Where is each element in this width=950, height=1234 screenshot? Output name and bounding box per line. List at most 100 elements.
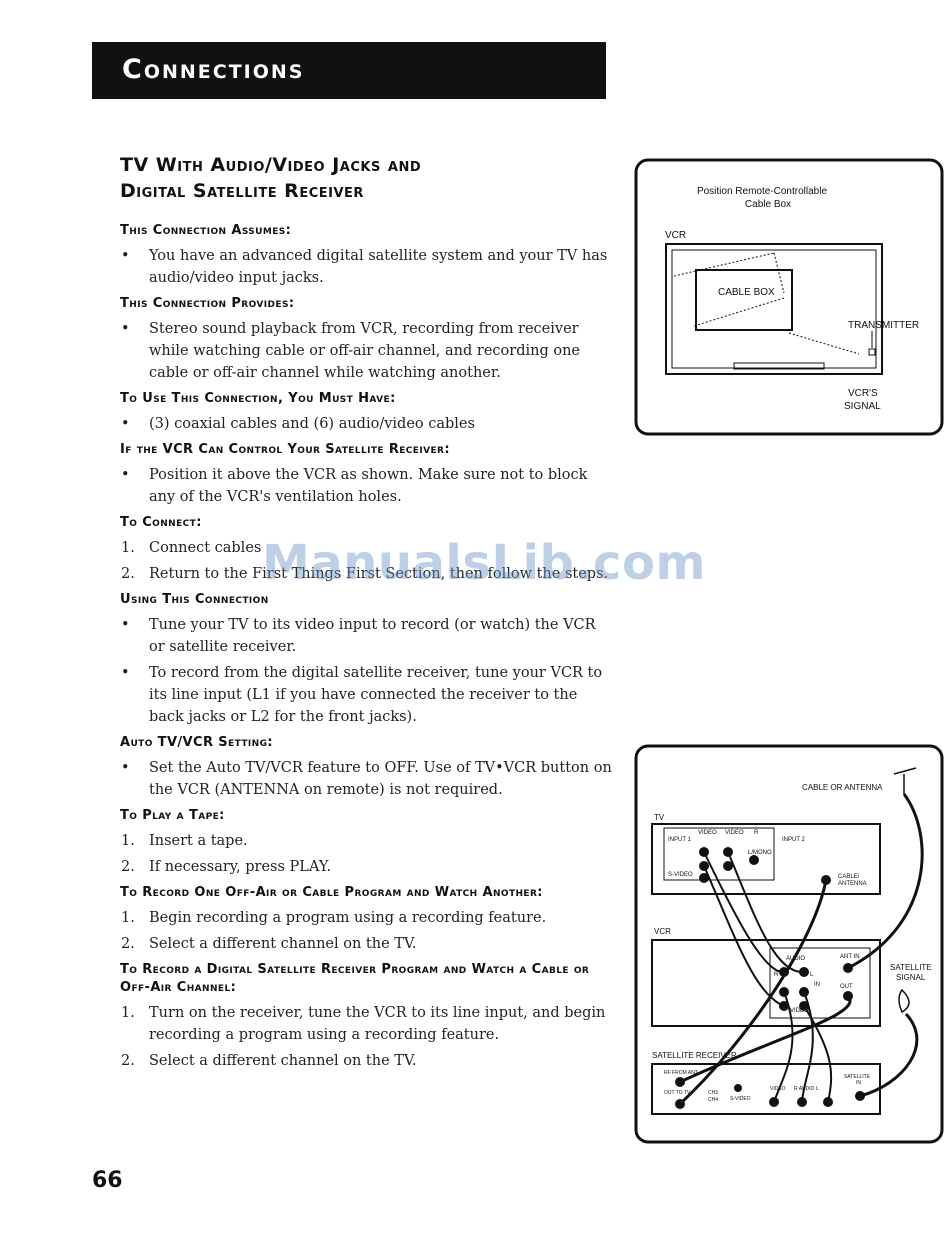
tv-back-panel: [651, 823, 881, 895]
cable-box-drawing: [695, 269, 793, 331]
list-item: •To record from the digital satellite re…: [120, 662, 615, 728]
vcr-unit-drawing: [665, 243, 883, 375]
satellite-signal-label-line-1: SATELLITE: [890, 963, 932, 972]
vcr-out-label: OUT: [840, 984, 853, 990]
receiver-ch4-label: CH4: [708, 1097, 718, 1103]
list-item: •You have an advanced digital satellite …: [120, 245, 615, 289]
coaxial-cable: [678, 879, 828, 1106]
auto-list: •Set the Auto TV/VCR feature to OFF. Use…: [120, 757, 615, 801]
tv-lmono-label: L/MONO: [748, 850, 772, 856]
step-number: 1.: [121, 833, 135, 849]
page-title-line-2: Digital Satellite Receiver: [120, 180, 364, 202]
step-number: 2.: [121, 1053, 135, 1069]
satellite-cable: [859, 1012, 919, 1098]
tv-cable-antenna-label: ANTENNA: [838, 881, 867, 887]
receiver-svideo-label: S-VIDEO: [730, 1096, 751, 1102]
must-have-list: •(3) coaxial cables and (6) audio/video …: [120, 413, 615, 435]
receiver-satellite-in-label: SATELLITE: [844, 1074, 871, 1080]
av-cable: [703, 851, 785, 974]
list-item: 1.Connect cables: [120, 537, 615, 559]
figure-frame: [634, 744, 944, 1144]
antenna-label: CABLE OR ANTENNA: [802, 783, 883, 792]
vcr-l-label: L: [810, 972, 814, 978]
step-number: 1.: [121, 540, 135, 556]
record-satellite-steps: 1.Turn on the receiver, tune the VCR to …: [120, 1002, 615, 1072]
list-item: •Stereo sound playback from VCR, recordi…: [120, 318, 615, 384]
receiver-video-label: VIDEO: [770, 1086, 786, 1092]
list-item: 1.Insert a tape.: [120, 830, 615, 852]
receiver-ch3-label: CH3: [708, 1090, 718, 1096]
heading-must-have: To Use This Connection, You Must Have:: [120, 391, 396, 406]
tv-input2-label: INPUT 2: [782, 837, 806, 843]
vcr-audio-label: AUDIO: [786, 956, 805, 962]
tv-svideo-jack: [699, 873, 709, 883]
provides-list: •Stereo sound playback from VCR, recordi…: [120, 318, 615, 384]
tv-video-label: VIDEO: [698, 830, 717, 836]
heading-to-connect: To Connect:: [120, 515, 202, 530]
signal-beam-line: [773, 252, 785, 294]
list-item: •(3) coaxial cables and (6) audio/video …: [120, 413, 615, 435]
step-number: 2.: [121, 566, 135, 582]
connect-steps: 1.Connect cables 2.Return to the First T…: [120, 537, 615, 585]
step-number: 2.: [121, 936, 135, 952]
vcr-label: VCR: [665, 230, 686, 241]
antenna-icon: [893, 767, 917, 775]
signal-beam-line: [788, 332, 860, 355]
vcr-label: VCR: [654, 927, 671, 936]
tv-jack-group: [663, 827, 775, 881]
cable-box-placement-figure: Position Remote-Controllable Cable Box V…: [634, 158, 946, 438]
step-number: 1.: [121, 1005, 135, 1021]
vcr-control-list: •Position it above the VCR as shown. Mak…: [120, 464, 615, 508]
av-cable: [803, 1005, 833, 1103]
bullet-marker: •: [121, 760, 130, 776]
receiver-svideo-jack: [734, 1084, 742, 1092]
bullet-marker: •: [121, 416, 130, 432]
vcr-ant-in-label: ANT IN: [840, 954, 860, 960]
receiver-audio-label: R AUDIO L: [794, 1086, 819, 1092]
page-number: 66: [92, 1168, 123, 1193]
watermark: ManualsLib.com: [262, 535, 706, 591]
instructions-body: This Connection Assumes: •You have an ad…: [120, 222, 615, 1078]
page-title-line-1: TV With Audio/Video Jacks and: [120, 154, 422, 176]
satellite-dish-icon: [898, 988, 910, 1014]
transmitter-label: TRANSMITTER: [848, 320, 919, 331]
step-number: 1.: [121, 910, 135, 926]
list-item: 2.Return to the First Things First Secti…: [120, 563, 615, 585]
assumes-list: •You have an advanced digital satellite …: [120, 245, 615, 289]
bullet-marker: •: [121, 321, 130, 337]
receiver-rf-from-ant-label: RF FROM ANT: [664, 1070, 698, 1076]
list-item: •Set the Auto TV/VCR feature to OFF. Use…: [120, 757, 615, 801]
section-header-bar: Connections: [92, 42, 606, 99]
av-cable: [801, 991, 814, 1103]
signal-beam-line: [693, 297, 785, 327]
list-item: 2.Select a different channel on the TV.: [120, 933, 615, 955]
vcr-tape-slot: [733, 362, 825, 370]
using-list: •Tune your TV to its video input to reco…: [120, 614, 615, 728]
signal-beam-line: [673, 252, 775, 277]
coaxial-cable: [679, 995, 852, 1084]
bullet-marker: •: [121, 248, 130, 264]
cable-box-label: CABLE BOX: [718, 287, 775, 298]
tv-input1-label: INPUT 1: [668, 837, 692, 843]
figure-frame: [634, 158, 944, 436]
list-item: 2.Select a different channel on the TV.: [120, 1050, 615, 1072]
receiver-label: SATELLITE RECEIVER: [652, 1051, 737, 1060]
heading-play-tape: To Play a Tape:: [120, 808, 225, 823]
tv-audio-jack: [723, 861, 733, 871]
vcr-in-label: IN: [814, 982, 820, 988]
heading-connection-provides: This Connection Provides:: [120, 296, 295, 311]
list-item: 1.Turn on the receiver, tune the VCR to …: [120, 1002, 615, 1046]
av-cable: [703, 865, 785, 1007]
heading-connection-assumes: This Connection Assumes:: [120, 223, 292, 238]
list-item: •Position it above the VCR as shown. Mak…: [120, 464, 615, 508]
bullet-marker: •: [121, 617, 130, 633]
receiver-satellite-in-label: IN: [856, 1080, 861, 1086]
list-item: 2.If necessary, press PLAY.: [120, 856, 615, 878]
vcr-inner-outline: [671, 249, 877, 369]
av-cable: [773, 991, 794, 1103]
satellite-signal-label-line-2: SIGNAL: [896, 973, 926, 982]
tv-label: TV: [654, 813, 665, 822]
page-title: TV With Audio/Video Jacks and Digital Sa…: [120, 152, 600, 204]
transmitter-drawing: [868, 348, 876, 356]
heading-using-connection: Using This Connection: [120, 592, 269, 607]
